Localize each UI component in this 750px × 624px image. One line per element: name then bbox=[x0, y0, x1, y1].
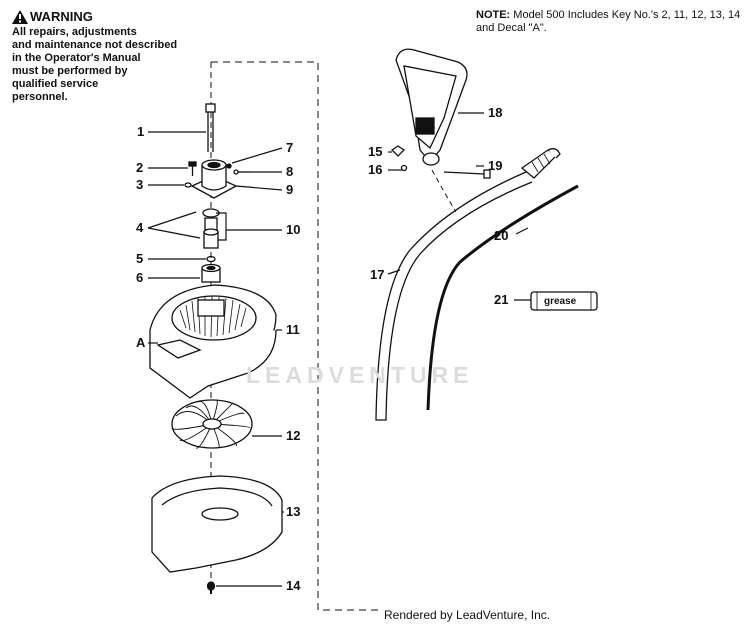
watermark-text: LEADVENTURE bbox=[246, 362, 474, 388]
part-19-bolt bbox=[443, 169, 491, 179]
tube-handle-link bbox=[431, 169, 457, 213]
note-text: Model 500 Includes Key No.'s 2, 11, 12, … bbox=[476, 9, 741, 34]
part-label-14: 14 bbox=[286, 578, 301, 593]
warning-line: must be performed by bbox=[12, 65, 128, 77]
part-16-washer bbox=[400, 164, 408, 172]
part-1-bolt bbox=[205, 103, 216, 152]
part-6-collar bbox=[201, 263, 221, 283]
warning-notice: WARNING All repairs, adjustments and mai… bbox=[12, 9, 202, 104]
footer-credit: Rendered by LeadVenture, Inc. bbox=[384, 608, 551, 622]
part-8-screw bbox=[233, 169, 252, 175]
part-13-lower-housing bbox=[151, 475, 283, 573]
warning-heading: WARNING bbox=[12, 9, 202, 25]
part-label-17: 17 bbox=[370, 267, 385, 282]
part-14-screw bbox=[206, 581, 216, 594]
assembly-bracket bbox=[211, 61, 380, 611]
part-label-7: 7 bbox=[286, 140, 294, 155]
part-label-10: 10 bbox=[286, 222, 301, 237]
warning-line: and maintenance not described bbox=[12, 39, 178, 51]
model-note: NOTE: Model 500 Includes Key No.'s 2, 11… bbox=[476, 9, 746, 35]
part-label-6: 6 bbox=[136, 270, 144, 285]
part-18-handle bbox=[395, 48, 468, 166]
part-label-13: 13 bbox=[286, 504, 301, 519]
part-label-2: 2 bbox=[136, 160, 144, 175]
part-label-21: 21 bbox=[494, 292, 509, 307]
part-2-screw bbox=[188, 161, 197, 176]
part-11-blower-housing bbox=[149, 284, 277, 399]
part-7-nut bbox=[226, 163, 232, 169]
part-label-15: 15 bbox=[368, 144, 383, 159]
note-prefix: NOTE: bbox=[476, 9, 511, 21]
part-label-16: 16 bbox=[368, 162, 383, 177]
part-4-bearings bbox=[202, 208, 220, 249]
part-label-4: 4 bbox=[136, 220, 144, 235]
part-label-5: 5 bbox=[136, 251, 144, 266]
part-label-11: 11 bbox=[286, 322, 300, 337]
part-12-fan bbox=[171, 399, 253, 449]
part-9-housing bbox=[190, 159, 238, 199]
part-label-12: 12 bbox=[286, 428, 301, 443]
warning-line: qualified service bbox=[12, 78, 99, 90]
part-label-1: 1 bbox=[137, 124, 145, 139]
part-20-cable bbox=[426, 184, 579, 411]
part-15-nut bbox=[390, 145, 406, 157]
part-label-3: 3 bbox=[136, 177, 144, 192]
warning-line: All repairs, adjustments bbox=[12, 26, 137, 38]
part-21-grease bbox=[530, 291, 598, 311]
warning-line: in the Operator's Manual bbox=[12, 52, 141, 64]
warning-triangle-icon bbox=[12, 10, 28, 24]
part-label-a: A bbox=[136, 335, 146, 350]
grease-label: grease bbox=[544, 296, 577, 307]
part-17-tube bbox=[375, 148, 561, 421]
part-5-ring bbox=[206, 255, 216, 263]
part-label-18: 18 bbox=[488, 105, 503, 120]
part-label-8: 8 bbox=[286, 164, 294, 179]
part-label-20: 20 bbox=[494, 228, 509, 243]
warning-title: WARNING bbox=[30, 9, 93, 24]
part-3-washer bbox=[184, 182, 192, 188]
part-label-9: 9 bbox=[286, 182, 294, 197]
part-label-19: 19 bbox=[488, 158, 503, 173]
warning-line: personnel. bbox=[12, 91, 68, 103]
